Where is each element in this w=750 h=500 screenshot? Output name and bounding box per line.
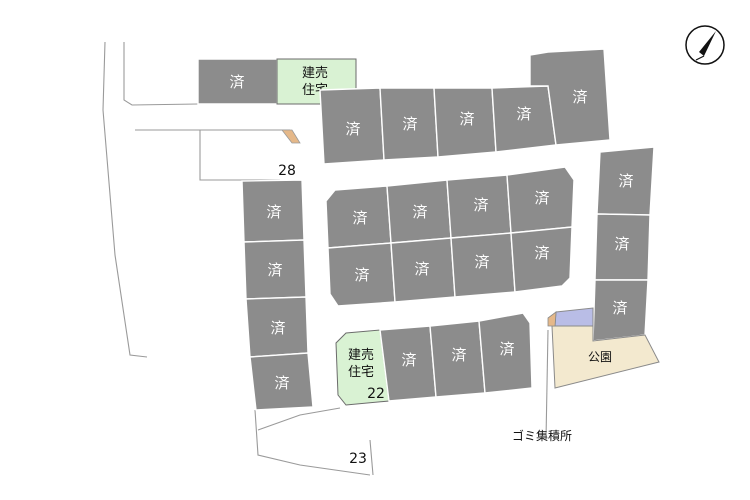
garbage-area [554, 307, 594, 327]
lot-center-top-1[interactable]: 済 [325, 185, 392, 249]
lot-bottom-1-for-sale[interactable]: 建売 住宅 22 [335, 329, 390, 406]
for-sale-label-line1: 建売 [348, 347, 374, 363]
for-sale-label-line1: 建売 [302, 65, 328, 81]
sold-label: 済 [412, 203, 427, 221]
lot-left-2[interactable]: 済 [243, 239, 307, 300]
sold-label: 済 [402, 115, 417, 133]
sold-label: 済 [354, 266, 369, 284]
lot-center-bottom-1[interactable]: 済 [327, 242, 396, 307]
sold-label: 済 [473, 196, 488, 214]
lot-upper-row-5[interactable]: 済 [529, 48, 611, 146]
sold-label: 済 [474, 253, 489, 271]
lot-center-top-3[interactable]: 済 [446, 174, 512, 239]
lot-right-3[interactable]: 済 [592, 279, 649, 342]
sold-label: 済 [345, 120, 360, 138]
lot-number-28: 28 [278, 163, 296, 179]
sold-label: 済 [414, 260, 429, 278]
lot-right-2[interactable]: 済 [594, 213, 651, 281]
lot-center-bottom-4[interactable]: 済 [510, 226, 573, 293]
lot-upper-row-3[interactable]: 済 [433, 87, 497, 158]
sold-label: 済 [451, 346, 466, 364]
for-sale-label-line2: 住宅 [348, 365, 374, 380]
sold-label: 済 [499, 340, 514, 358]
north-arrow-icon [685, 25, 725, 65]
corner-marker [281, 129, 301, 144]
lot-upper-row-1[interactable]: 済 [319, 87, 385, 165]
lot-number-22: 22 [367, 386, 385, 402]
lot-upper-row-2[interactable]: 済 [379, 87, 439, 161]
corner-marker [547, 311, 557, 327]
lot-top-1[interactable]: 済 [197, 58, 278, 105]
park-label: 公園 [588, 350, 612, 364]
sold-label: 済 [229, 73, 244, 91]
lot-left-3[interactable]: 済 [245, 296, 309, 358]
sold-label: 済 [270, 319, 285, 337]
lot-center-top-2[interactable]: 済 [386, 179, 452, 244]
lot-bottom-3[interactable]: 済 [429, 320, 486, 398]
sold-label: 済 [267, 261, 282, 279]
sold-label: 済 [401, 351, 416, 369]
lot-center-top-4[interactable]: 済 [506, 166, 575, 234]
lot-upper-row-4[interactable]: 済 [491, 85, 557, 153]
sold-label: 済 [534, 189, 549, 207]
lot-bottom-4[interactable]: 済 [478, 312, 533, 394]
lot-center-bottom-2[interactable]: 済 [390, 237, 456, 303]
sold-label: 済 [534, 244, 549, 262]
sold-label: 済 [618, 172, 633, 190]
sold-label: 済 [516, 105, 531, 123]
lot-left-1[interactable]: 済 [241, 179, 305, 243]
garbage-label: ゴミ集積所 [512, 428, 572, 443]
lot-center-bottom-3[interactable]: 済 [450, 232, 516, 298]
lot-number-23: 23 [349, 451, 367, 467]
sold-label: 済 [614, 235, 629, 253]
sold-label: 済 [459, 110, 474, 128]
sold-label: 済 [274, 374, 289, 392]
sold-label: 済 [352, 209, 367, 227]
sold-label: 済 [266, 203, 281, 221]
sold-label: 済 [572, 88, 587, 106]
sold-label: 済 [612, 299, 627, 317]
lot-left-4[interactable]: 済 [249, 352, 314, 411]
lot-bottom-2[interactable]: 済 [379, 325, 437, 402]
lot-right-1[interactable]: 済 [596, 146, 655, 216]
